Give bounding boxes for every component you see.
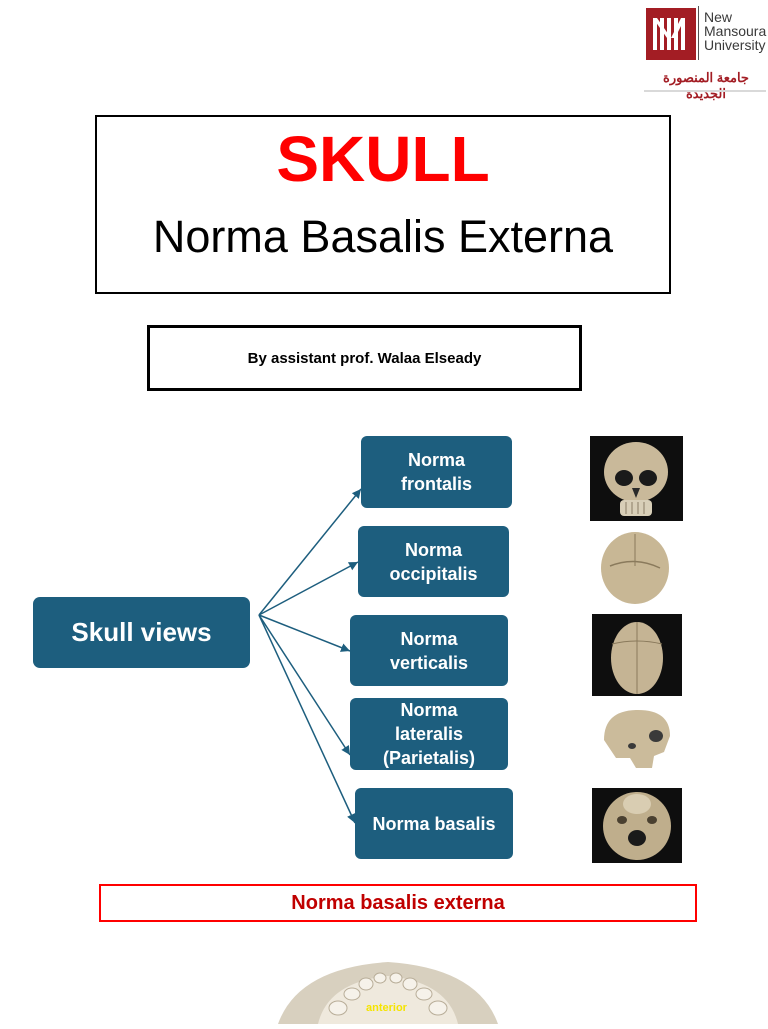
- skull-frontal-photo: [590, 436, 683, 521]
- university-name-arabic: جامعة المنصورة الجديدة: [663, 70, 749, 101]
- skull-lateral-photo: [592, 702, 682, 774]
- logo-divider: [698, 6, 699, 60]
- skull-basal-photo: [592, 788, 682, 863]
- connector-line: [258, 614, 351, 756]
- university-name-line: Mansoura: [704, 23, 767, 39]
- norma-lateralis-node: Norma lateralis (Parietalis): [350, 698, 508, 770]
- anterior-label: anterior: [366, 1002, 407, 1014]
- connector-line: [258, 614, 351, 652]
- page-title: SKULL: [276, 123, 490, 195]
- university-emblem-icon: [646, 8, 696, 60]
- norma-frontalis-label: Norma frontalis: [400, 450, 472, 494]
- norma-basalis-label: Norma basalis: [372, 813, 496, 834]
- norma-verticalis-node: Norma verticalis: [350, 615, 508, 686]
- norma-occipitalis-node: Norma occipitalis: [358, 526, 509, 597]
- norma-verticalis-label: Norma verticalis: [389, 628, 469, 673]
- norma-frontalis-node: Norma frontalis: [361, 436, 512, 508]
- author-line: By assistant prof. Walaa Elseady: [147, 325, 582, 391]
- university-logo: New Mansoura University جامعة المنصورة ا…: [644, 2, 768, 101]
- norma-occipitalis-label: Norma occipitalis: [389, 539, 478, 584]
- norma-lateralis-label: Norma lateralis (Parietalis): [382, 700, 476, 768]
- skull-views-label: Skull views: [71, 617, 212, 647]
- university-name-line: University: [704, 37, 766, 53]
- connector-line: [258, 614, 356, 824]
- section-heading: Norma basalis externa: [99, 884, 697, 922]
- skull-views-node: Skull views: [33, 597, 250, 668]
- university-name: New Mansoura University: [704, 10, 768, 52]
- norma-basalis-node: Norma basalis: [355, 788, 513, 859]
- page-subtitle: Norma Basalis Externa: [152, 211, 614, 262]
- connector-line: [258, 488, 362, 616]
- university-name-line: New: [704, 9, 733, 25]
- skull-vertical-photo: [592, 614, 682, 696]
- connector-line: [258, 561, 359, 616]
- skull-base-illustration: [268, 958, 508, 1024]
- logo-underline: [644, 90, 766, 92]
- skull-occipital-photo: [590, 526, 681, 608]
- title-box: SKULL Norma Basalis Externa: [95, 115, 671, 294]
